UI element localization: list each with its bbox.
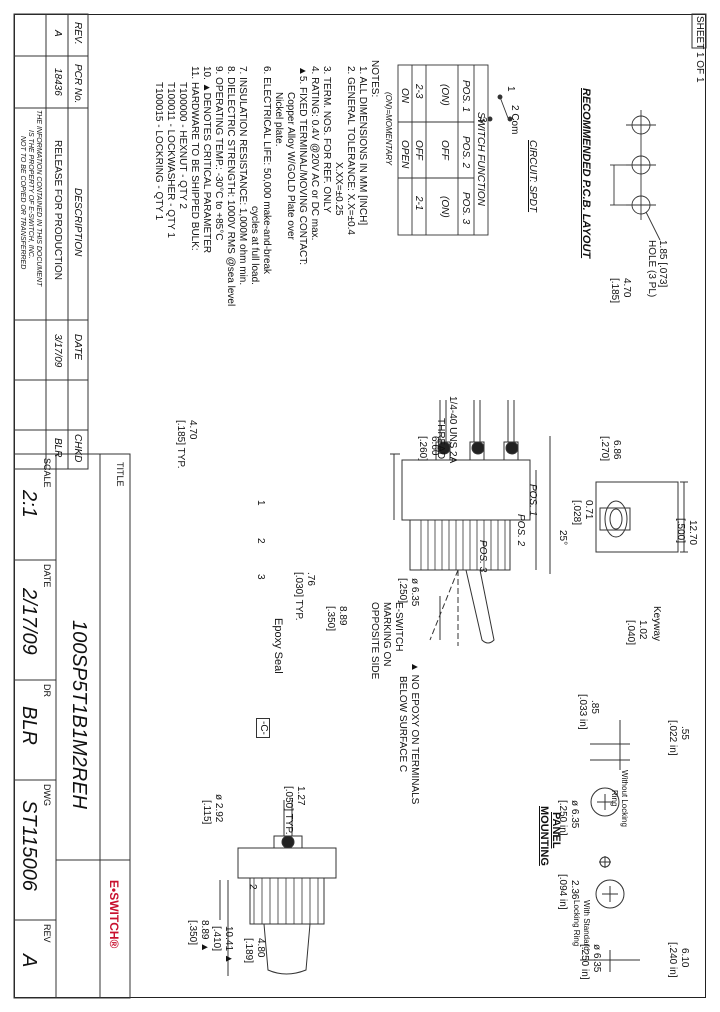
rev-value: A — [18, 954, 40, 968]
revision-header-rev: REV. — [72, 22, 83, 45]
panel-dim-6-10-inch: [.240 in] — [667, 942, 678, 978]
panel-diameter-1-inch: [.250 in] — [557, 800, 568, 836]
panel-dim-2-36: 2.36 — [569, 880, 580, 900]
revision-pcr-value: 18436 — [52, 68, 63, 96]
revision-header-checked: CHKD — [72, 434, 83, 463]
drawing-number-label: DWG — [42, 784, 52, 806]
confidential-notice-2: IS THE PROPERTY OF E-SWITCH, INC. — [27, 130, 34, 259]
revision-description-value: RELEASE FOR PRODUCTION — [52, 140, 63, 281]
revision-rev-value: A — [52, 30, 63, 37]
date-value: 2/17/09 — [18, 588, 40, 655]
revision-checked-value: BLR — [52, 438, 63, 458]
rev-label: REV — [42, 924, 52, 943]
scale-value: 2:1 — [18, 490, 40, 518]
e-switch-logo: E•SWITCH® — [107, 880, 121, 949]
confidential-notice-1: THE INFORMATION CONTAINED IN THIS DOCUME… — [35, 110, 42, 287]
panel-dim-0-55: .55 — [679, 726, 690, 740]
title-label: TITLE — [115, 462, 125, 487]
revision-header-date: DATE — [72, 334, 83, 360]
scale-label: SCALE — [42, 458, 52, 488]
panel-with-ring-2: Locking Ring — [572, 900, 581, 947]
confidential-notice-3: NOT TO BE COPIED OR TRANSFERRED — [19, 136, 26, 270]
part-title: 100SP5T1B1M2REH — [68, 620, 90, 809]
panel-without-ring-2: Ring — [610, 790, 619, 807]
revision-header-description: DESCRIPTION — [72, 188, 83, 257]
revision-date-value: 3/17/09 — [52, 334, 63, 368]
panel-dim-0-85-inch: [.033 in] — [577, 694, 588, 730]
date-label: DATE — [42, 564, 52, 588]
panel-dim-0-85: .85 — [589, 700, 600, 714]
panel-dim-6-10: 6.10 — [679, 948, 690, 968]
drawing-number-value: ST115006 — [18, 800, 40, 891]
drawn-by-value: BLR — [18, 706, 40, 745]
panel-dim-0-55-inch: [.022 in] — [667, 720, 678, 756]
drawn-by-label: DR — [42, 684, 52, 697]
revision-header-pcr: PCR No. — [72, 64, 83, 104]
panel-diameter-1: ø 6.35 — [569, 800, 580, 829]
panel-dim-2-36-inch: [.094 in] — [557, 874, 568, 910]
